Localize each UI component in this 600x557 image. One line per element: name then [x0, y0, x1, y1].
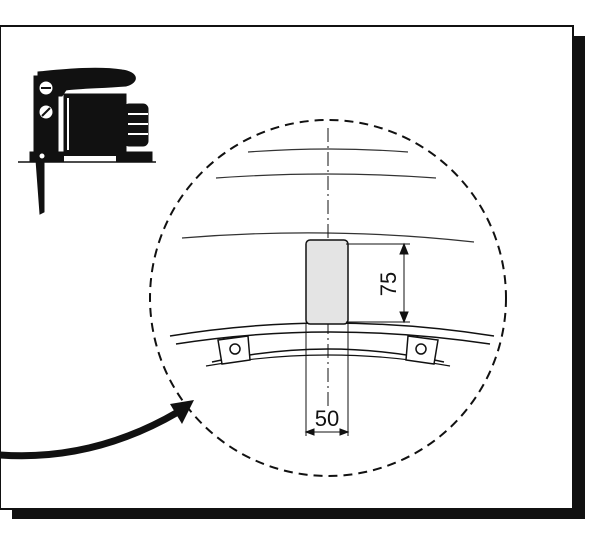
height-dimension-label: 75 — [376, 272, 401, 296]
cutout-rectangle — [305, 239, 349, 325]
panel-line — [247, 148, 409, 153]
panel-line — [215, 173, 437, 179]
arched-frame-inner — [175, 331, 491, 345]
curved-arrow-icon — [0, 400, 194, 460]
magnified-detail-circle — [149, 119, 507, 477]
width-dimension-label: 50 — [315, 406, 339, 431]
right-bracket — [405, 335, 439, 365]
panel-line — [181, 232, 475, 243]
width-dimension — [304, 324, 350, 436]
height-dimension — [346, 242, 410, 324]
jigsaw-icon — [18, 67, 156, 215]
left-bracket — [217, 335, 251, 365]
